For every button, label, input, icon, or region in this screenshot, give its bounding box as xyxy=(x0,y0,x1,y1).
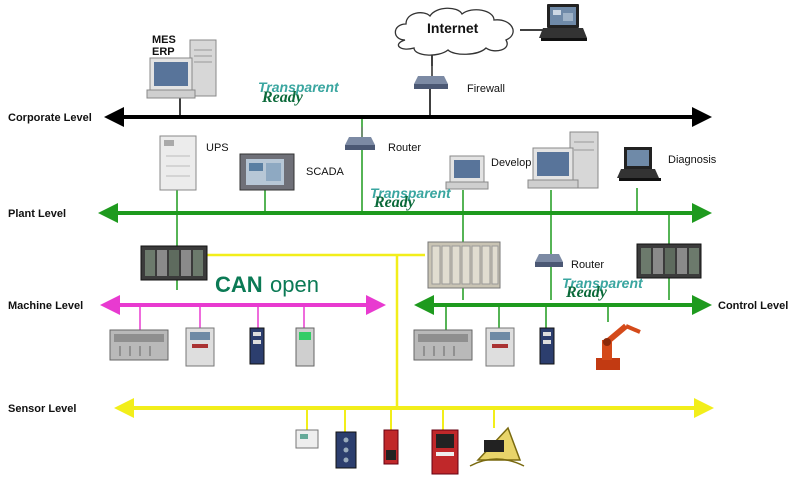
corporate-bus xyxy=(104,107,712,127)
asi-logo-icon xyxy=(469,426,525,467)
internet-cloud-icon xyxy=(394,7,514,56)
emergency-stop-icon xyxy=(383,429,399,465)
ups-icon xyxy=(159,135,197,191)
servo-drive-icon xyxy=(295,327,315,367)
transparent-ready-logo-3: Transparent Ready xyxy=(562,275,644,301)
mes-label: MES xyxy=(152,34,176,46)
transparent-ready-logo-1: Transparent Ready xyxy=(258,79,340,106)
firewall-label: Firewall xyxy=(467,83,505,95)
svg-text:Ready: Ready xyxy=(565,284,608,301)
corporate-level-label: Corporate Level xyxy=(8,112,92,124)
io-module-icon xyxy=(109,329,169,361)
sensor-bus xyxy=(114,398,714,418)
drive-icon xyxy=(185,327,215,367)
sensor-io-block-icon xyxy=(335,431,357,469)
control-bus xyxy=(414,295,712,315)
plant-level-label: Plant Level xyxy=(8,208,66,220)
machine-level-label: Machine Level xyxy=(8,300,83,312)
scada-panel-icon xyxy=(239,153,295,191)
router-control-label: Router xyxy=(571,259,604,271)
diagnosis-label: Diagnosis xyxy=(668,154,717,166)
internet-label: Internet xyxy=(427,20,479,36)
develop-computer-icon xyxy=(445,155,489,190)
canopen-logo: CAN open xyxy=(215,272,319,297)
sensor-level-label: Sensor Level xyxy=(8,403,76,415)
develop-workstation-icon xyxy=(527,131,599,189)
scada-label: SCADA xyxy=(306,166,345,178)
svg-text:open: open xyxy=(270,272,319,297)
plc-left-icon xyxy=(140,245,208,281)
router-icon xyxy=(345,127,375,150)
plc-center-icon xyxy=(427,241,501,289)
robot-arm-icon xyxy=(596,323,641,370)
plant-bus xyxy=(98,203,712,223)
control-level-label: Control Level xyxy=(718,300,788,312)
io-module-control-icon xyxy=(413,329,473,361)
develop-label: Develop xyxy=(491,157,531,169)
mes-erp-computer-icon xyxy=(146,39,217,99)
svg-text:Transparent: Transparent xyxy=(562,275,644,291)
svg-text:Ready: Ready xyxy=(373,194,416,211)
diagnosis-laptop-icon xyxy=(617,147,661,181)
drive-control-icon xyxy=(485,327,515,367)
machine-bus xyxy=(100,295,386,315)
svg-text:Transparent: Transparent xyxy=(258,79,340,95)
svg-text:Ready: Ready xyxy=(261,89,304,106)
sensor-box-icon xyxy=(295,429,319,449)
firewall-router-icon xyxy=(414,66,448,89)
plc-right-icon xyxy=(636,243,702,279)
safety-relay-icon xyxy=(431,429,459,475)
io-block-icon xyxy=(249,327,265,365)
svg-text:Transparent: Transparent xyxy=(370,185,452,201)
router-label: Router xyxy=(388,142,421,154)
connector-lines xyxy=(139,29,670,432)
svg-text:CAN: CAN xyxy=(215,272,263,297)
erp-label: ERP xyxy=(152,46,175,58)
transparent-ready-logo-2: Transparent Ready xyxy=(370,185,452,211)
router-control-icon xyxy=(535,254,563,267)
laptop-icon xyxy=(539,4,587,41)
ups-label: UPS xyxy=(206,142,229,154)
io-block-control-icon xyxy=(539,327,555,365)
